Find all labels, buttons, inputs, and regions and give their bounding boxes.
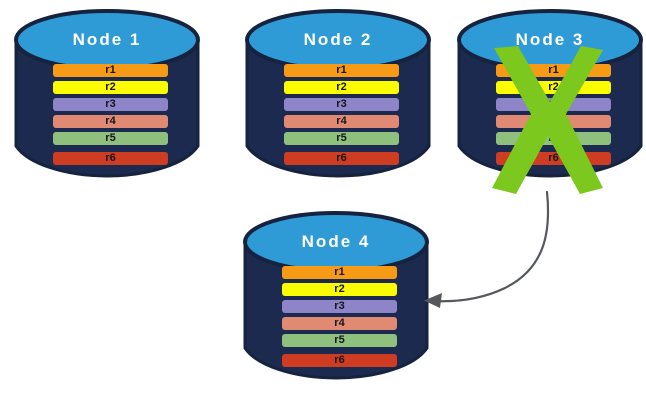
node-4[interactable]: Node 4 r1 r2 r3 r4 r5 r6 <box>241 208 431 390</box>
node-1-row-r3[interactable]: r3 <box>53 98 168 111</box>
node-3-row-r6[interactable]: r6 <box>496 152 611 165</box>
node-3-row-r4[interactable]: r4 <box>496 115 611 128</box>
node-3[interactable]: Node 3 r1 r2 r3 r4 r5 r6 <box>455 6 645 194</box>
node-2-row-r6[interactable]: r6 <box>284 152 399 165</box>
node-4-row-r6[interactable]: r6 <box>282 354 397 367</box>
node-4-row-r4[interactable]: r4 <box>282 317 397 330</box>
node-1-row-r2[interactable]: r2 <box>53 81 168 94</box>
node-3-row-r1[interactable]: r1 <box>496 64 611 77</box>
node-1-row-r5[interactable]: r5 <box>53 132 168 145</box>
node-1[interactable]: Node 1 r1 r2 r3 r4 r5 r6 <box>12 6 202 188</box>
node-2-row-r5[interactable]: r5 <box>284 132 399 145</box>
node-1-row-r1[interactable]: r1 <box>53 64 168 77</box>
node-4-row-r1[interactable]: r1 <box>282 266 397 279</box>
node-1-row-r6[interactable]: r6 <box>53 152 168 165</box>
node-2-row-r2[interactable]: r2 <box>284 81 399 94</box>
node-2-row-r1[interactable]: r1 <box>284 64 399 77</box>
node-3-row-r5[interactable]: r5 <box>496 132 611 145</box>
node-4-row-r2[interactable]: r2 <box>282 283 397 296</box>
node-3-row-r3[interactable]: r3 <box>496 98 611 111</box>
node-2-row-r3[interactable]: r3 <box>284 98 399 111</box>
node-2-row-r4[interactable]: r4 <box>284 115 399 128</box>
node-2[interactable]: Node 2 r1 r2 r3 r4 r5 r6 <box>243 6 433 188</box>
node-4-row-r3[interactable]: r3 <box>282 300 397 313</box>
node-3-row-r2[interactable]: r2 <box>496 81 611 94</box>
node-1-row-r4[interactable]: r4 <box>53 115 168 128</box>
node-4-row-r5[interactable]: r5 <box>282 334 397 347</box>
